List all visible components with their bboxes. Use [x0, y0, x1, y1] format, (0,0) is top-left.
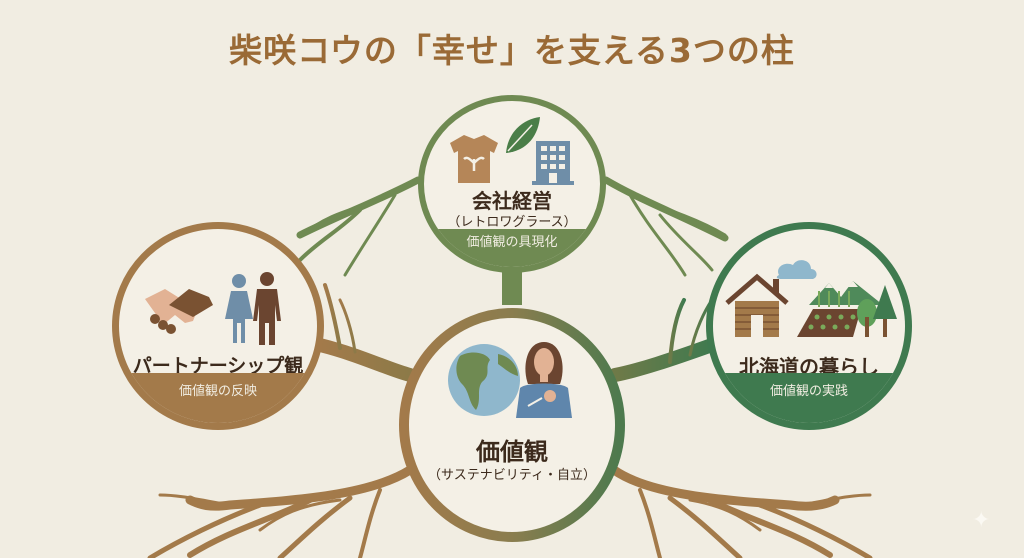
- log-cabin-icon: [725, 273, 789, 337]
- couple-icon: [225, 272, 281, 345]
- node-values: 価値観 （サステナビリティ・自立）: [410, 318, 614, 532]
- farm-field-icon: [797, 291, 861, 337]
- node-top-icons: [424, 109, 600, 193]
- node-band-label: 価値観の実践: [713, 373, 905, 423]
- page-title: 柴咲コウの「幸せ」を支える3つの柱: [229, 31, 795, 70]
- mountains-icon: [809, 281, 883, 305]
- node-band-label: 価値観の反映: [119, 373, 317, 423]
- node-hokkaido-life: 北海道の暮らし 価値観の実践: [706, 222, 912, 430]
- node-center-icons: [410, 338, 614, 422]
- node-company-management: 会社経営 （レトロワグラース） 価値観の具現化: [418, 95, 606, 273]
- node-heading: 価値観: [476, 438, 548, 466]
- node-heading: 会社経営: [472, 189, 552, 213]
- node-right-icons: [713, 247, 905, 351]
- node-left-icons: [119, 267, 317, 353]
- node-subheading: （サステナビリティ・自立）: [428, 468, 596, 483]
- sweater-with-sprout-icon: [450, 135, 498, 183]
- trees-icon: [857, 285, 897, 337]
- node-subheading: （レトロワグラース）: [447, 215, 577, 230]
- node-heading: パートナーシップ観: [132, 355, 304, 377]
- cloud-icon: [776, 260, 817, 279]
- node-partnership: パートナーシップ観 価値観の反映: [112, 222, 324, 430]
- handshake-icon: [145, 289, 213, 334]
- woman-hand-on-heart-icon: [516, 342, 572, 418]
- globe-icon: [448, 344, 520, 416]
- leaf-icon: [506, 117, 540, 153]
- office-building-icon: [532, 141, 574, 185]
- node-band-label: 価値観の具現化: [424, 229, 600, 267]
- sparkle-watermark-icon: ✦: [972, 508, 991, 533]
